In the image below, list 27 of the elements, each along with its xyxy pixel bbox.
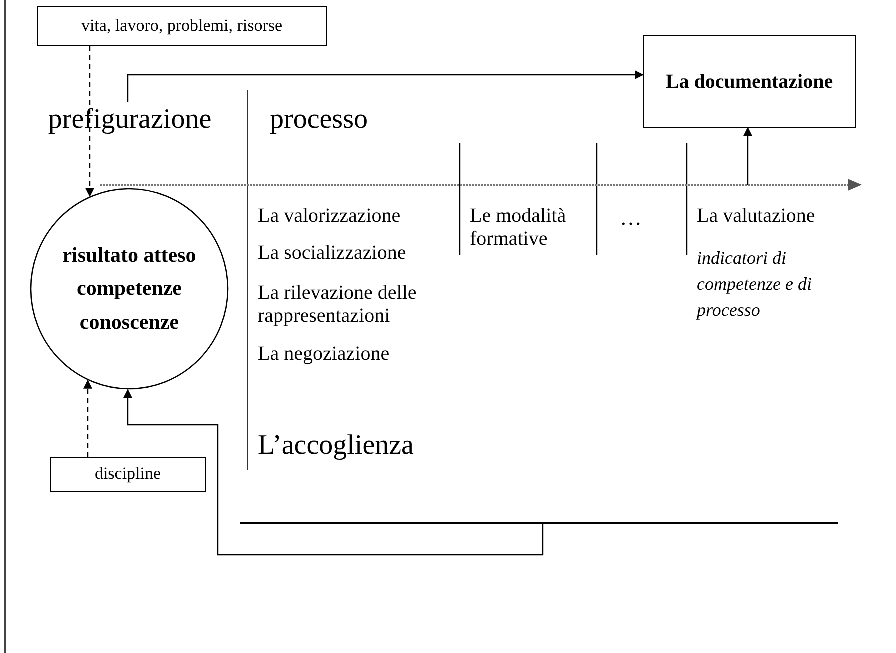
arrow	[127, 70, 644, 102]
source-box	[37, 6, 327, 46]
circle-text: risultato atteso	[62, 242, 196, 269]
documentation-box	[643, 35, 856, 128]
box-label: vita, lavoro, problemi, risorse	[81, 16, 283, 36]
step-label: La valutazione	[697, 205, 816, 228]
discipline-box	[50, 457, 206, 492]
dashed-arrow	[86, 46, 94, 198]
step-label: Le modalità formative	[470, 205, 568, 251]
circle-text: competenze	[77, 275, 182, 302]
step-label: La rilevazione delle rappresentazioni	[258, 282, 418, 328]
dashed-arrow	[84, 380, 92, 457]
phase-heading: L’accoglienza	[258, 430, 414, 462]
circle-text: conoscenze	[80, 308, 180, 336]
note-text: indicatori di competenze e di processo	[697, 247, 813, 322]
step-label: La negoziazione	[258, 343, 390, 366]
step-label: La socializzazione	[258, 242, 406, 265]
ellipsis-label: …	[620, 205, 642, 230]
result-circle	[30, 188, 229, 390]
arrow	[124, 389, 544, 556]
heading-text: prefigurazione	[48, 103, 212, 137]
box-label: discipline	[94, 464, 162, 485]
baseline-bar	[240, 522, 838, 524]
step-label: La valorizzazione	[258, 205, 401, 228]
phase-heading: processo	[270, 104, 368, 136]
box-label: La documentazione	[666, 70, 834, 94]
arrow	[744, 127, 752, 185]
